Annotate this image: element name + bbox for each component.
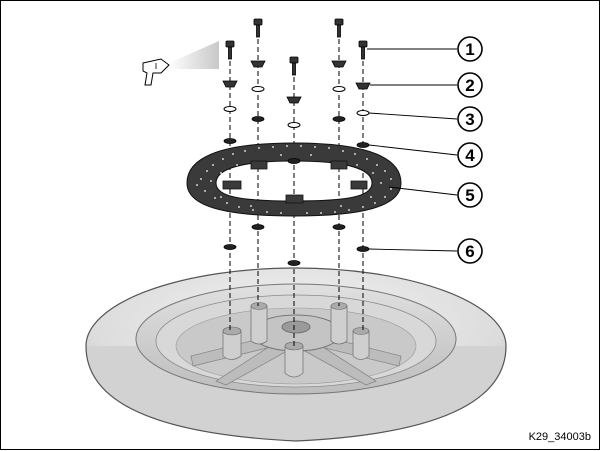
callout-5-number: 5 <box>465 186 474 205</box>
callout-4-number: 4 <box>465 146 475 165</box>
callout-4: 4 <box>457 142 483 168</box>
callouts: 1 2 3 4 5 6 <box>457 36 483 264</box>
washers <box>223 86 370 128</box>
callout-1: 1 <box>457 36 483 62</box>
callout-5: 5 <box>457 182 483 208</box>
callout-3: 3 <box>457 106 483 132</box>
callout-6-number: 6 <box>465 242 474 261</box>
callout-6: 6 <box>457 238 483 264</box>
bolt <box>289 56 299 76</box>
heat-gun-icon <box>142 41 219 86</box>
wheel <box>85 267 507 442</box>
carrier-washers <box>223 116 370 164</box>
callout-3-number: 3 <box>465 110 474 129</box>
bolt <box>253 18 263 38</box>
bolt <box>225 40 235 60</box>
callout-2: 2 <box>457 72 483 98</box>
callout-2-number: 2 <box>465 76 474 95</box>
brake-disc <box>186 142 402 217</box>
bolt <box>334 18 344 38</box>
reference-code: K29_34003b <box>528 431 591 443</box>
callout-1-number: 1 <box>465 40 474 59</box>
bolt-head-washers <box>222 60 371 104</box>
spacer-washers <box>223 224 370 266</box>
bolt <box>358 40 368 60</box>
bolts <box>225 18 368 76</box>
leader-lines <box>367 48 458 252</box>
